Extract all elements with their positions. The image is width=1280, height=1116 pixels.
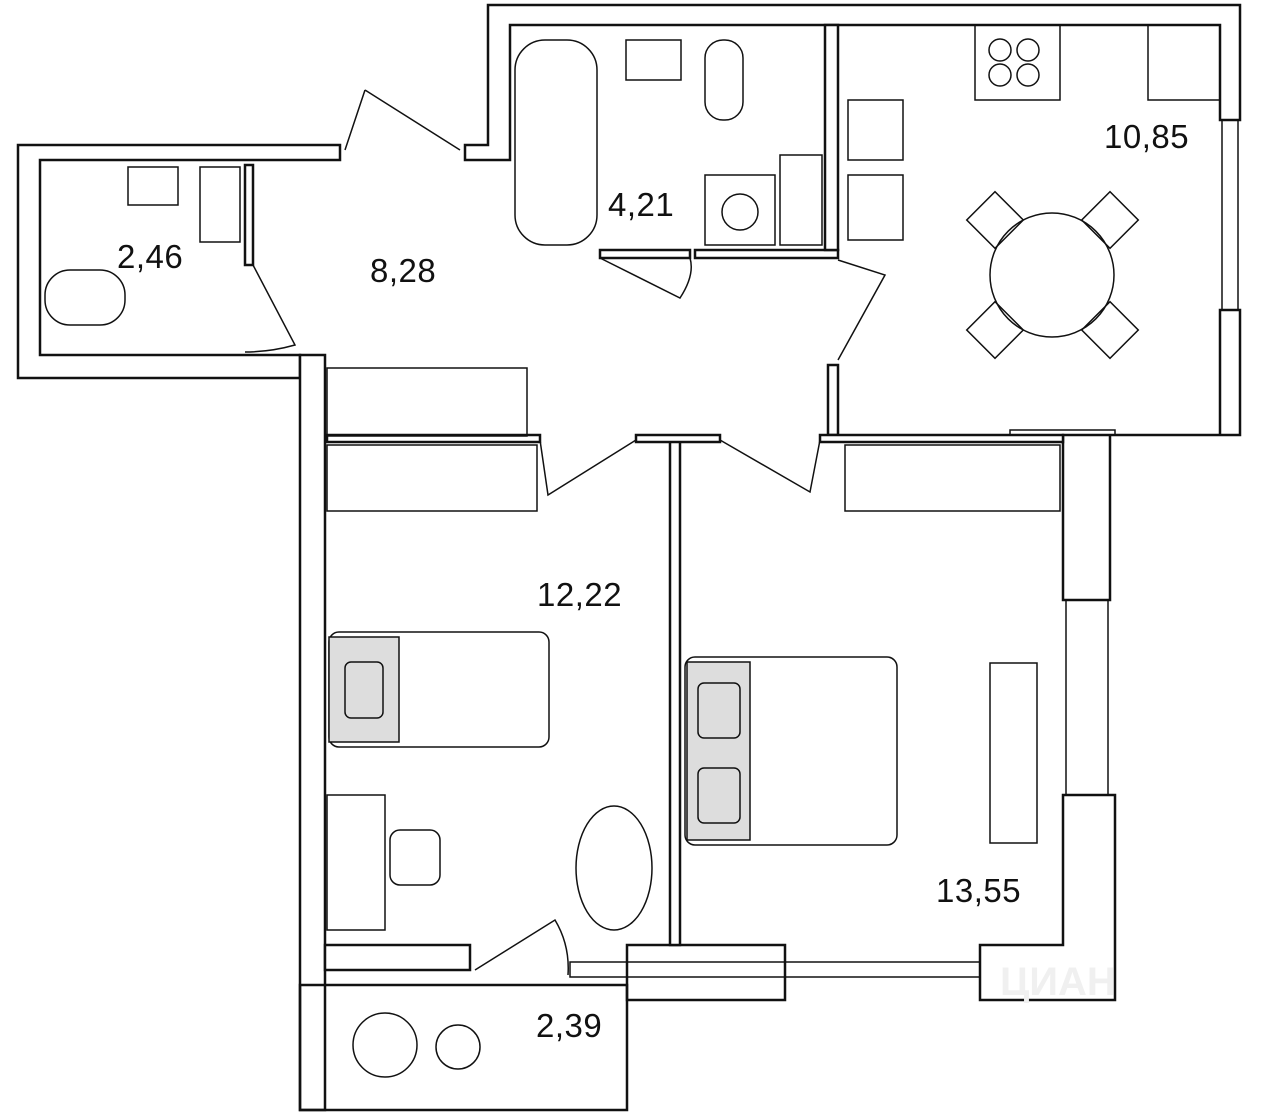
area-kitchen: 10,85 [1104, 118, 1190, 155]
windows [569, 119, 1239, 978]
stove [974, 24, 1061, 101]
bathtub [514, 39, 598, 246]
wc-toilet [44, 269, 126, 326]
watermark: ЦИАН [1000, 960, 1116, 1004]
side-table [435, 1024, 481, 1070]
area-wc: 2,46 [117, 238, 184, 275]
kitchen-sink [847, 99, 904, 161]
washing-machine [704, 174, 776, 246]
area-bedroom-2: 13,55 [936, 872, 1022, 909]
armchair [352, 1012, 418, 1078]
furniture [44, 24, 1221, 1078]
fridge [1147, 24, 1221, 101]
area-balcony: 2,39 [536, 1007, 603, 1044]
area-bedroom-1: 12,22 [537, 576, 623, 613]
rug [575, 805, 653, 931]
area-bathroom: 4,21 [608, 186, 675, 223]
walls [16, 3, 1242, 1112]
dishwasher [847, 174, 904, 241]
doors [244, 89, 887, 976]
chair [389, 829, 441, 886]
area-hall: 8,28 [370, 252, 437, 289]
sink [625, 39, 682, 81]
double-bed [684, 656, 898, 846]
desk [326, 794, 386, 931]
tv-stand [989, 662, 1038, 844]
wardrobes [326, 367, 1061, 512]
toilet [704, 39, 744, 121]
dining-table [989, 212, 1115, 338]
wc-sink [127, 166, 179, 206]
dryer [779, 154, 823, 246]
